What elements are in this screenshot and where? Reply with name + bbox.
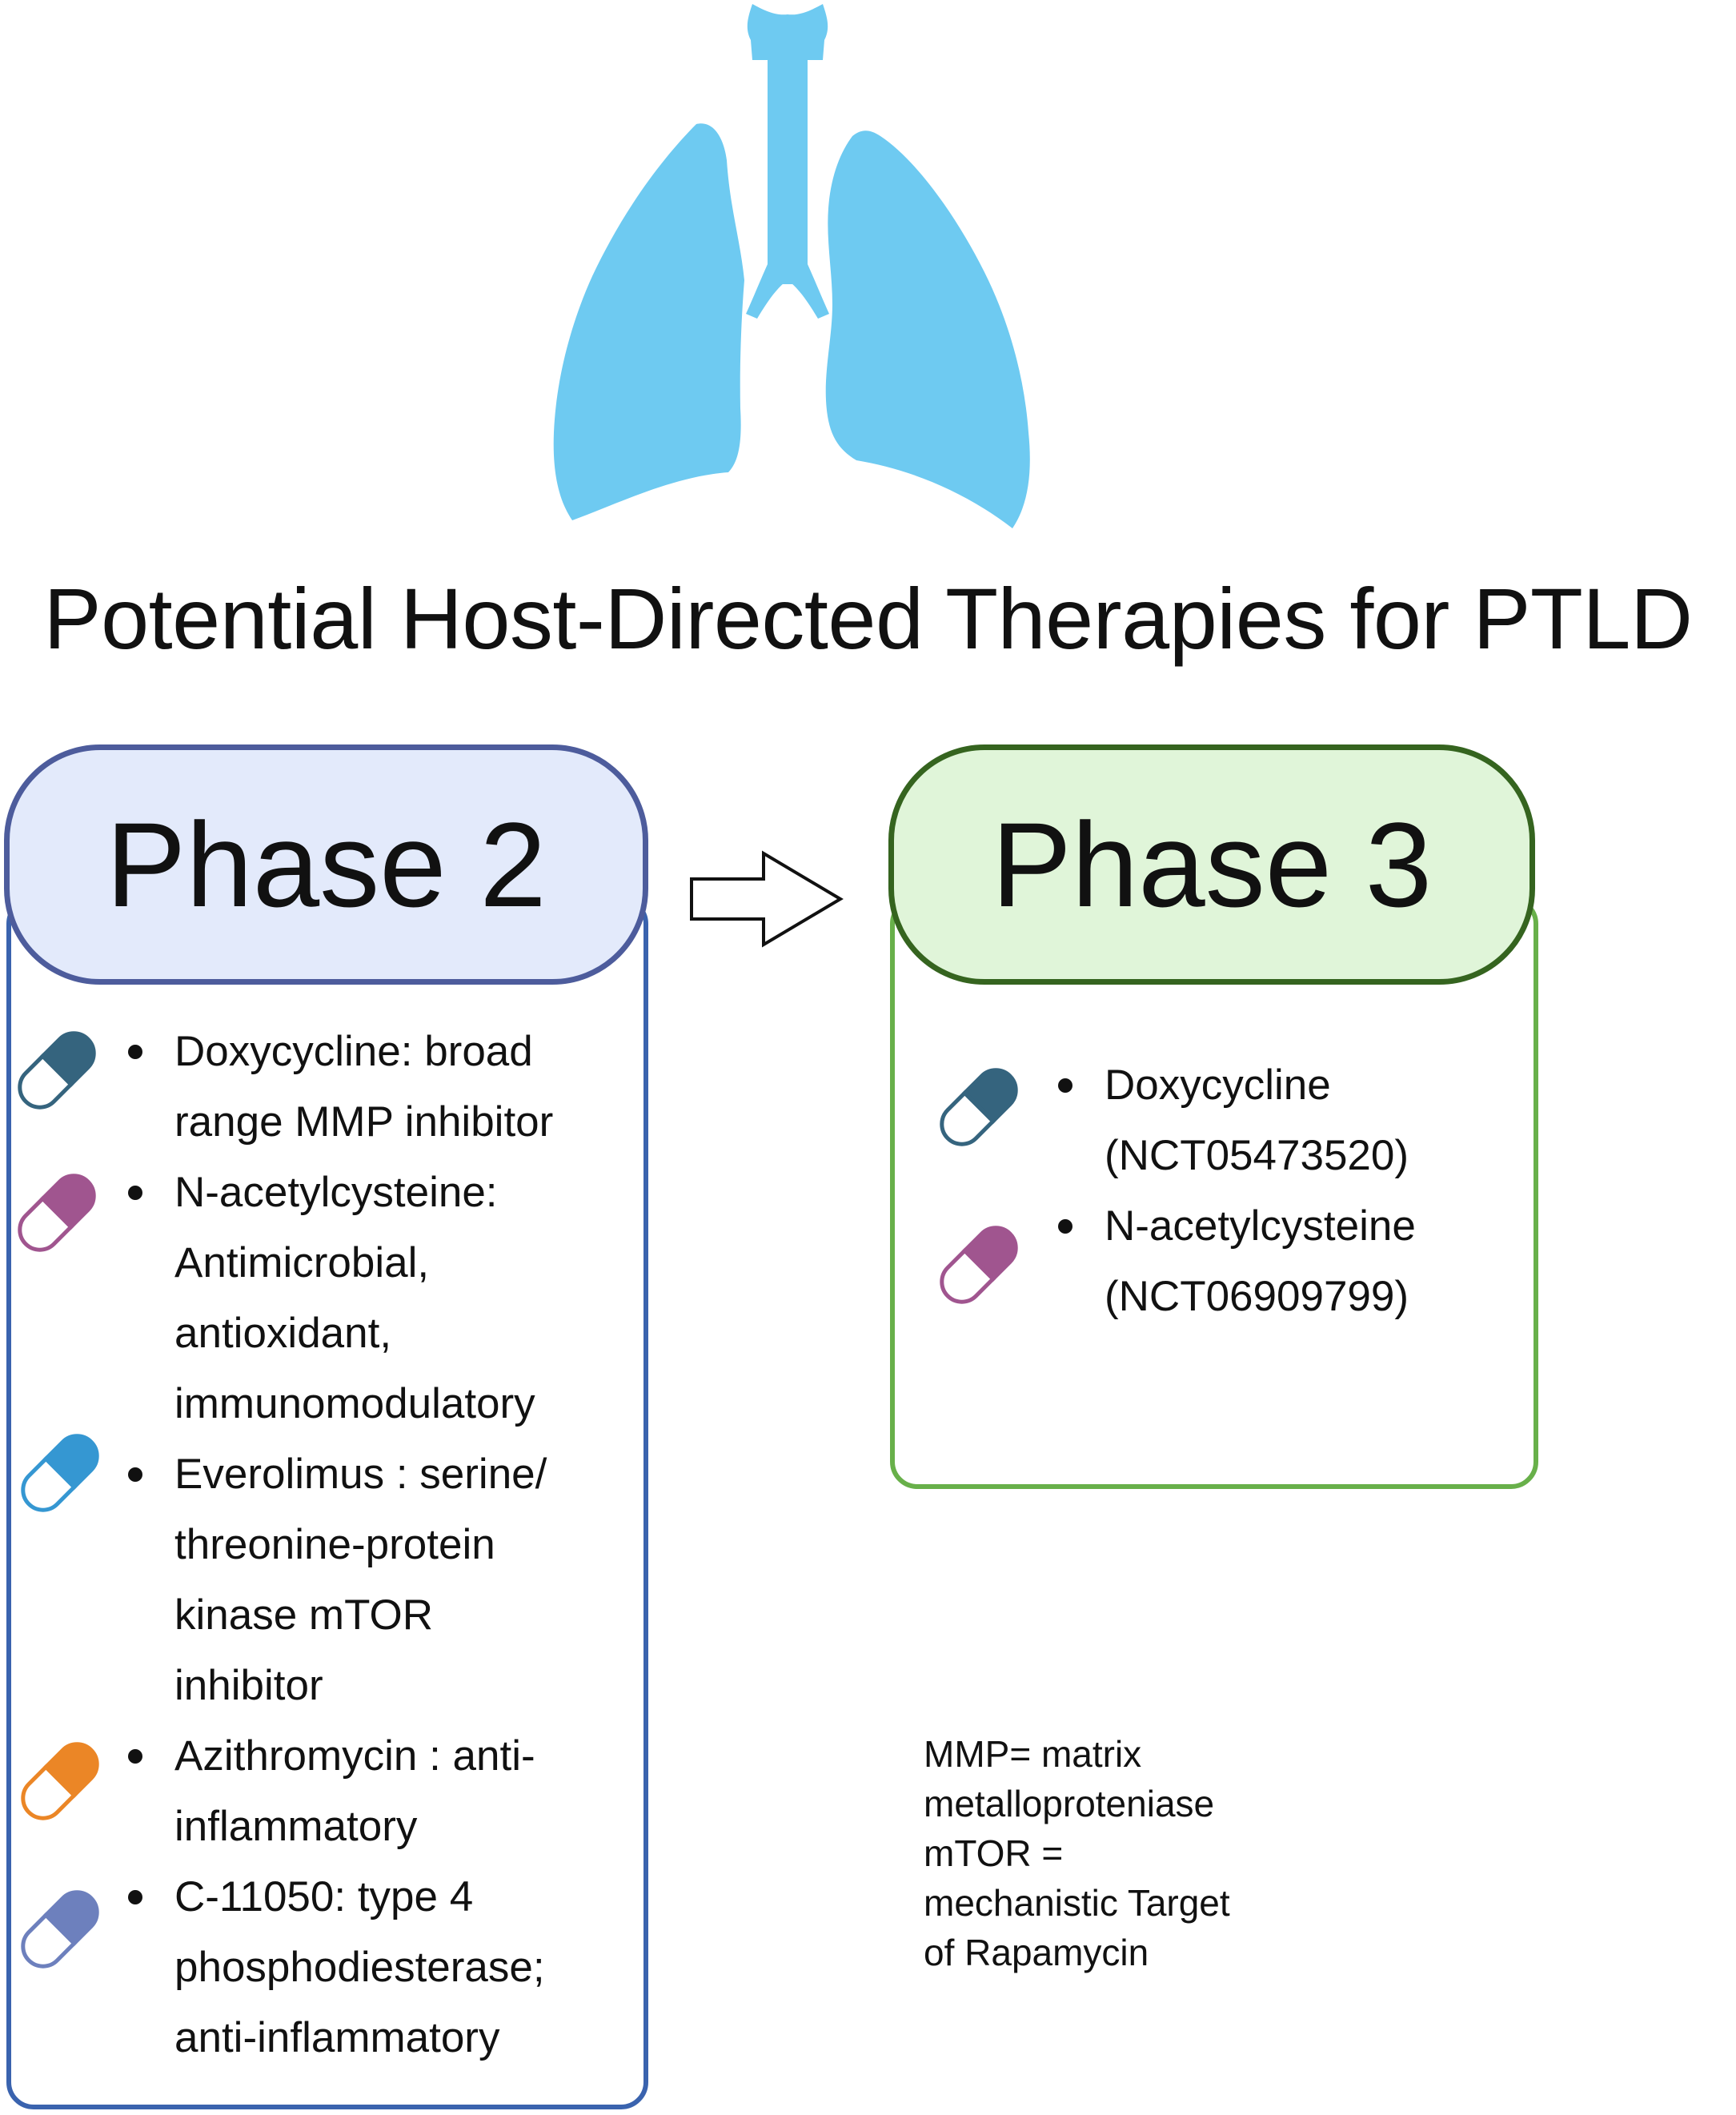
list-item-continuation: (NCT05473520) <box>1105 1121 1537 1191</box>
list-item-continuation: anti-inflammatory <box>174 2003 647 2073</box>
right-arrow-icon <box>690 850 844 948</box>
footnote-line: mechanistic Target <box>924 1882 1230 1924</box>
list-item-continuation: Antimicrobial, <box>174 1228 647 1298</box>
list-item-continuation: phosphodiesterase; <box>174 1932 647 2003</box>
pill-icon <box>21 1890 99 1969</box>
bullet-icon <box>1058 1078 1072 1093</box>
phase3-header: Phase 3 <box>888 744 1535 985</box>
list-item-continuation: threonine-protein <box>174 1510 647 1580</box>
bullet-icon <box>128 1890 142 1904</box>
list-item-continuation: range MMP inhibitor <box>174 1087 647 1158</box>
list-item-text: range MMP inhibitor <box>174 1098 554 1146</box>
list-item-text: inflammatory <box>174 1803 418 1850</box>
list-item-continuation: (NCT06909799) <box>1105 1262 1537 1332</box>
lungs-icon <box>553 4 1030 528</box>
list-item-text: anti-inflammatory <box>174 2014 500 2061</box>
pill-icon <box>18 1031 96 1110</box>
bullet-icon <box>1058 1219 1072 1234</box>
list-item-text: kinase mTOR <box>174 1591 433 1639</box>
footnote-line: metalloproteniase <box>924 1783 1215 1824</box>
list-item: Doxycycline <box>1058 1050 1537 1121</box>
list-item-text: Azithromycin : anti- <box>174 1732 535 1780</box>
list-item-continuation: antioxidant, <box>174 1298 647 1369</box>
bullet-icon <box>128 1467 142 1482</box>
list-item-text: N-acetylcysteine <box>1105 1202 1416 1250</box>
list-item: Azithromycin : anti- <box>128 1721 647 1792</box>
list-item-text: phosphodiesterase; <box>174 1944 545 1991</box>
footnote-line: MMP= matrix <box>924 1733 1142 1775</box>
list-item-text: immunomodulatory <box>174 1380 535 1427</box>
list-item-text: Everolimus : serine/ <box>174 1451 547 1498</box>
phase2-header: Phase 2 <box>4 744 648 985</box>
list-item-text: threonine-protein <box>174 1521 495 1568</box>
pill-icon <box>18 1174 96 1252</box>
pill-icon <box>21 1742 99 1820</box>
phase3-list: Doxycycline (NCT05473520) N-acetylcysteine… <box>1058 1050 1537 1332</box>
list-item-text: inhibitor <box>174 1662 323 1709</box>
list-item-continuation: kinase mTOR <box>174 1580 647 1651</box>
list-item-text: Antimicrobial, <box>174 1239 430 1286</box>
list-item: Everolimus : serine/ <box>128 1439 647 1510</box>
bullet-icon <box>128 1749 142 1764</box>
list-item-text: (NCT05473520) <box>1105 1132 1409 1179</box>
list-item: N-acetylcysteine <box>1058 1191 1537 1262</box>
page-title: Potential Host-Directed Therapies for PT… <box>43 570 1693 667</box>
abbreviation-footnote: MMP= matrix metalloproteniase mTOR = mec… <box>924 1729 1484 1977</box>
list-item-continuation: inhibitor <box>174 1651 647 1721</box>
list-item: N-acetylcysteine: <box>128 1158 647 1228</box>
list-item-continuation: immunomodulatory <box>174 1369 647 1439</box>
list-item-text: antioxidant, <box>174 1310 392 1357</box>
bullet-icon <box>128 1186 142 1200</box>
phase3-panel <box>890 897 1538 1489</box>
footnote-line: mTOR = <box>924 1832 1064 1874</box>
pill-icon <box>21 1434 99 1512</box>
footnote-line: of Rapamycin <box>924 1932 1149 1973</box>
list-item-text: (NCT06909799) <box>1105 1273 1409 1320</box>
list-item-text: C-11050: type 4 <box>174 1873 474 1920</box>
pill-icon <box>940 1068 1018 1146</box>
list-item-text: Doxycycline <box>1105 1062 1331 1109</box>
pill-icon <box>940 1226 1018 1304</box>
lungs-shape <box>553 4 1030 528</box>
bullet-icon <box>128 1045 142 1059</box>
list-item-continuation: inflammatory <box>174 1792 647 1862</box>
list-item-text: Doxycycline: broad <box>174 1028 533 1075</box>
phase2-panel <box>6 897 648 2109</box>
list-item: C-11050: type 4 <box>128 1862 647 1932</box>
list-item-text: N-acetylcysteine: <box>174 1169 498 1216</box>
list-item: Doxycycline: broad <box>128 1017 647 1087</box>
